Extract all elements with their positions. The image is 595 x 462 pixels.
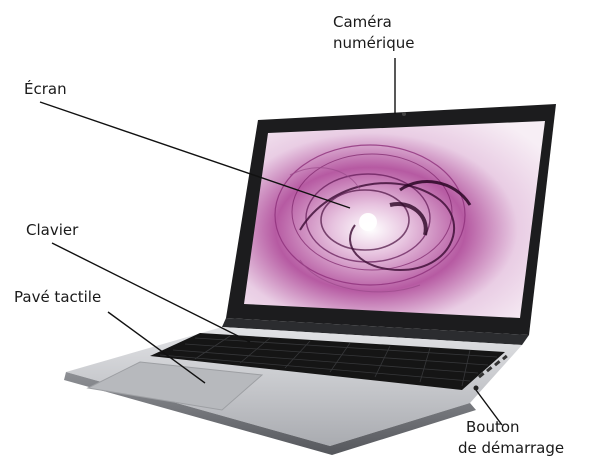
label-camera: Caméra numérique bbox=[333, 13, 414, 52]
label-power-button: Bouton de démarrage bbox=[458, 418, 564, 457]
label-keyboard: Clavier bbox=[26, 221, 79, 239]
screen-display bbox=[244, 121, 545, 318]
power-button bbox=[474, 386, 479, 391]
label-screen: Écran bbox=[24, 79, 67, 98]
camera-lens bbox=[402, 112, 406, 116]
label-touchpad: Pavé tactile bbox=[14, 288, 101, 306]
